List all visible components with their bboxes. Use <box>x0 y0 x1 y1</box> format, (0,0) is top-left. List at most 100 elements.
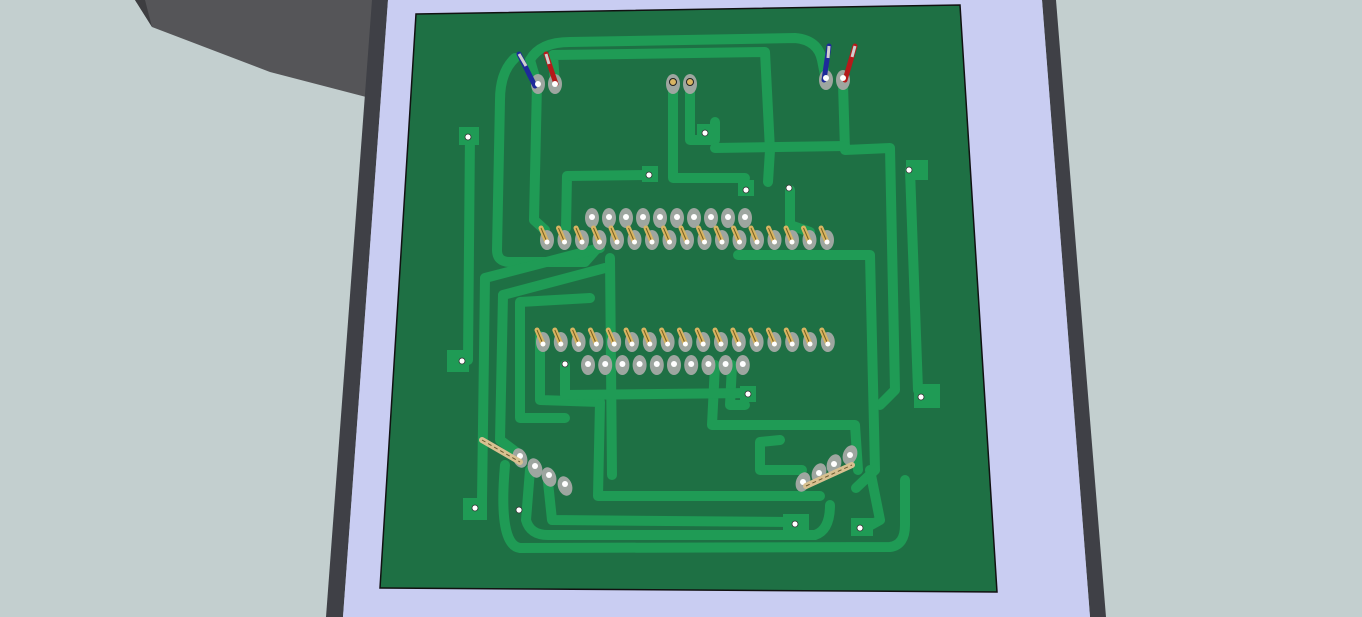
trace-center-branch <box>668 79 750 183</box>
trace-left-outer <box>492 53 605 267</box>
header-hole <box>653 361 660 367</box>
header-pin-edge <box>678 329 686 345</box>
header-pin-edge <box>610 227 618 243</box>
header-hole <box>742 214 748 220</box>
header-hole <box>606 214 612 220</box>
header-hole <box>739 361 746 367</box>
header-hole <box>719 239 725 245</box>
header-hole <box>737 239 742 245</box>
header-hole <box>772 239 777 245</box>
header-pin-edge <box>733 227 740 243</box>
header-hole <box>540 341 546 347</box>
header-pin-edge <box>536 329 544 345</box>
mounting-hole <box>561 360 569 368</box>
header-pin-edge <box>540 227 548 243</box>
mounting-hole <box>791 520 799 528</box>
trace-bottom-header-3 <box>755 435 807 475</box>
wire-pair-left <box>516 51 562 94</box>
header-pin-edge <box>785 227 793 243</box>
mounting-holes <box>458 129 925 532</box>
trace-right-mid <box>710 141 850 153</box>
enclosure-right-wall <box>1042 0 1106 617</box>
header-pin-edge <box>589 329 597 345</box>
mounting-hole <box>785 184 793 192</box>
mounting-hole <box>515 506 523 514</box>
header-hole <box>754 341 760 347</box>
header-hole <box>579 239 585 245</box>
mounting-hole <box>742 186 750 194</box>
header-hole <box>649 239 655 245</box>
header-hole <box>647 341 653 347</box>
header-hole <box>632 239 637 245</box>
header-hole <box>640 214 646 220</box>
header-hole <box>589 214 595 220</box>
header-hole <box>629 341 635 347</box>
header-hole <box>619 361 626 367</box>
trace-right-down <box>733 250 880 493</box>
header-pin-edge <box>661 329 669 345</box>
header-pin-edge <box>750 227 758 243</box>
wire-pair-right <box>819 43 858 90</box>
header-hole <box>671 361 677 367</box>
mounting-hole <box>701 129 709 137</box>
header-hole <box>807 239 812 245</box>
header-pin-edge <box>821 329 829 345</box>
header-pin-edge <box>767 329 775 345</box>
header-pin-edge <box>820 227 828 243</box>
header-hole <box>722 361 729 367</box>
header-hole <box>691 214 697 220</box>
mounting-hole <box>471 504 479 512</box>
header-pin-edge <box>803 329 811 345</box>
header-pin-edge <box>625 329 633 345</box>
header-hole <box>682 341 688 347</box>
header-pin-edge <box>643 329 651 345</box>
mounting-hole <box>917 393 925 401</box>
header-hole <box>789 341 795 347</box>
lower-header <box>534 327 835 375</box>
header-hole <box>824 239 830 245</box>
trace-mid-bridge <box>560 360 755 400</box>
trace-lower-left <box>535 331 825 501</box>
trace-bottom-header-2 <box>725 360 750 410</box>
header-hole <box>708 214 714 220</box>
header-pin-edge <box>628 227 635 243</box>
header-pin-edge <box>663 227 670 243</box>
header-hole <box>754 239 760 245</box>
header-pin-edge <box>558 227 565 243</box>
trace-left-shelf <box>561 170 655 233</box>
header-hole <box>657 214 663 220</box>
header-hole <box>807 341 813 347</box>
trace-outer-loop <box>525 33 831 89</box>
header-hole <box>544 239 550 245</box>
header-hole <box>700 341 706 347</box>
header-pin-edge <box>607 329 615 345</box>
small-connectors <box>479 437 858 496</box>
header-hole <box>718 341 724 347</box>
trace-left-column <box>477 243 605 505</box>
connector-bottom-right <box>795 445 858 492</box>
connector-bottom-left <box>479 437 573 496</box>
enclosure-left-wall <box>326 0 388 617</box>
corner-block-3d <box>135 0 380 98</box>
header-hole <box>602 361 609 367</box>
header-hole <box>597 239 602 245</box>
center-top-pads <box>666 74 697 94</box>
header-hole <box>611 341 617 347</box>
header-hole <box>623 214 629 220</box>
header-hole <box>558 341 564 347</box>
header-hole <box>674 214 680 220</box>
wire-leads <box>516 43 858 94</box>
header-hole <box>562 239 567 245</box>
header-hole <box>614 239 620 245</box>
mounting-hole <box>905 166 913 174</box>
mounting-hole <box>458 357 466 365</box>
header-hole <box>736 341 742 347</box>
header-pin-edge <box>803 227 810 243</box>
pin-headers <box>534 208 835 375</box>
header-hole <box>789 239 795 245</box>
header-hole <box>771 341 777 347</box>
header-hole <box>576 341 582 347</box>
mounting-hole <box>464 133 472 141</box>
header-pin-edge <box>575 227 583 243</box>
